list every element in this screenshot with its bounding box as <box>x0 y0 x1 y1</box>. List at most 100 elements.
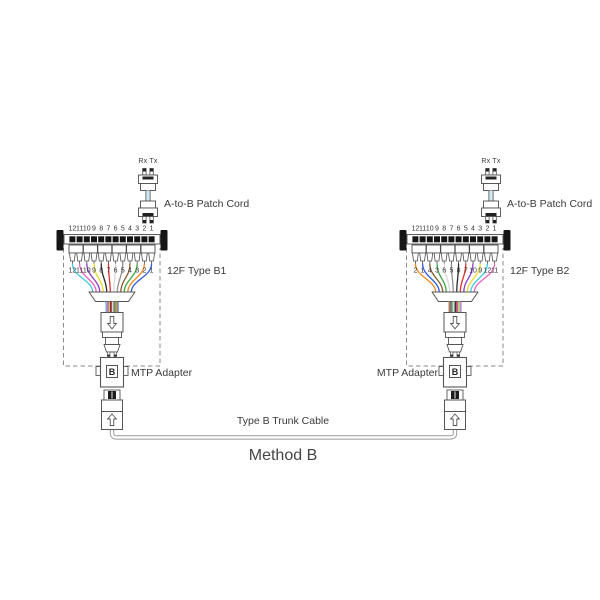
fanout-fiber-number: 11 <box>76 268 83 275</box>
panel-end-post <box>399 230 407 251</box>
connector-boot <box>112 252 119 262</box>
fanout-fiber-number: 8 <box>99 268 103 275</box>
trunk-cable-label: Type B Trunk Cable <box>236 415 330 427</box>
adapter-port <box>98 236 105 243</box>
connector-boot <box>83 252 91 262</box>
fanout-fiber-number: 6 <box>114 268 118 275</box>
fiber-2 <box>414 263 437 293</box>
mtp-connector <box>443 312 467 357</box>
adapter-port <box>83 236 90 243</box>
fiber-10 <box>463 263 474 293</box>
adapter-port <box>491 236 498 243</box>
duplex-connector <box>483 244 499 254</box>
fanout-fiber-number: 6 <box>442 268 446 275</box>
patch-cord-label: A-to-B Patch Cord <box>164 198 250 210</box>
duplex-connector <box>111 244 127 254</box>
adapter-port <box>134 236 141 243</box>
adapter-key-letter: B <box>451 366 459 377</box>
adapter-port <box>441 236 448 243</box>
connector-boot <box>462 252 470 262</box>
connector-boot <box>433 252 441 262</box>
connector-boot <box>419 252 426 262</box>
adapter-port <box>119 236 126 243</box>
port-number: 10 <box>426 226 434 233</box>
connector-boot <box>133 252 141 262</box>
adapter-port <box>462 236 469 243</box>
duplex-connector <box>97 244 113 254</box>
rx-tx-label: Rx Tx <box>481 158 501 165</box>
duplex-connector <box>454 244 470 254</box>
adapter-key-letter: B <box>108 366 116 377</box>
fanout-fiber-number: 5 <box>121 268 125 275</box>
connector-boot <box>119 252 127 262</box>
adapter-port <box>477 236 484 243</box>
connector-boot <box>469 252 477 262</box>
harness-label-b2: 12F Type B2 <box>510 265 570 277</box>
fanout-fiber-number: 3 <box>435 268 439 275</box>
fiber-12 <box>470 263 489 293</box>
port-number: 7 <box>449 226 453 233</box>
port-number: 8 <box>442 226 446 233</box>
mtp-connector <box>100 312 124 357</box>
panel-end-post <box>503 230 511 251</box>
fiber-4 <box>120 263 131 293</box>
fanout-fiber-number: 4 <box>428 268 432 275</box>
port-number: 4 <box>128 226 132 233</box>
fanout-fiber-number: 5 <box>449 268 453 275</box>
port-number: 2 <box>485 226 489 233</box>
fiber-7 <box>107 263 111 293</box>
fanout-fiber-number: 4 <box>128 268 132 275</box>
mtp-adapter <box>95 356 129 388</box>
fiber-8 <box>100 263 108 293</box>
port-number: 9 <box>435 226 439 233</box>
duplex-connector <box>68 244 84 254</box>
panel-end-post <box>56 230 64 251</box>
fanout-fiber-number: 7 <box>106 268 110 275</box>
duplex-connector <box>126 244 142 254</box>
duplex-connector <box>411 244 427 254</box>
duplex-zipcord <box>488 190 494 201</box>
trunk-mtp-connector <box>101 389 123 430</box>
fiber-11 <box>473 263 496 293</box>
fiber-10 <box>86 263 101 293</box>
fanout-funnel <box>88 291 136 302</box>
fiber-9 <box>466 263 481 293</box>
adapter-port <box>127 236 133 243</box>
fanout-fiber-number: 9 <box>92 268 96 275</box>
fanout-fiber-number: 9 <box>478 268 482 275</box>
port-number: 12 <box>412 226 420 233</box>
port-number: 3 <box>478 226 482 233</box>
connector-boot <box>426 252 434 262</box>
port-number: 9 <box>92 226 96 233</box>
fiber-4 <box>429 263 444 293</box>
breakout-panel <box>56 230 168 264</box>
port-number: 5 <box>464 226 468 233</box>
fiber-1 <box>421 263 440 293</box>
connector-boot <box>412 252 419 262</box>
connector-boot <box>69 252 76 262</box>
duplex-connector <box>469 244 485 254</box>
connector-boot <box>476 252 484 262</box>
fiber-5 <box>450 263 454 293</box>
fanout-fiber-number: 11 <box>491 268 498 275</box>
port-number: 11 <box>419 226 426 233</box>
connector-boot <box>440 252 448 262</box>
duplex-connector <box>440 244 456 254</box>
down-arrow-icon <box>449 316 461 330</box>
connector-boot <box>105 252 112 262</box>
port-number: 8 <box>99 226 103 233</box>
fanout-fiber-number: 1 <box>150 268 154 275</box>
fiber-12 <box>71 263 94 293</box>
adapter-port <box>448 236 455 243</box>
adapter-port <box>105 236 112 243</box>
adapter-port <box>76 236 83 243</box>
connector-boot <box>148 252 155 262</box>
fiber-1 <box>130 263 153 293</box>
adapter-key-box <box>106 365 118 378</box>
fiber-6 <box>443 263 451 293</box>
port-number: 10 <box>83 226 91 233</box>
fiber-7 <box>459 263 467 293</box>
panel-end-post <box>160 230 168 251</box>
